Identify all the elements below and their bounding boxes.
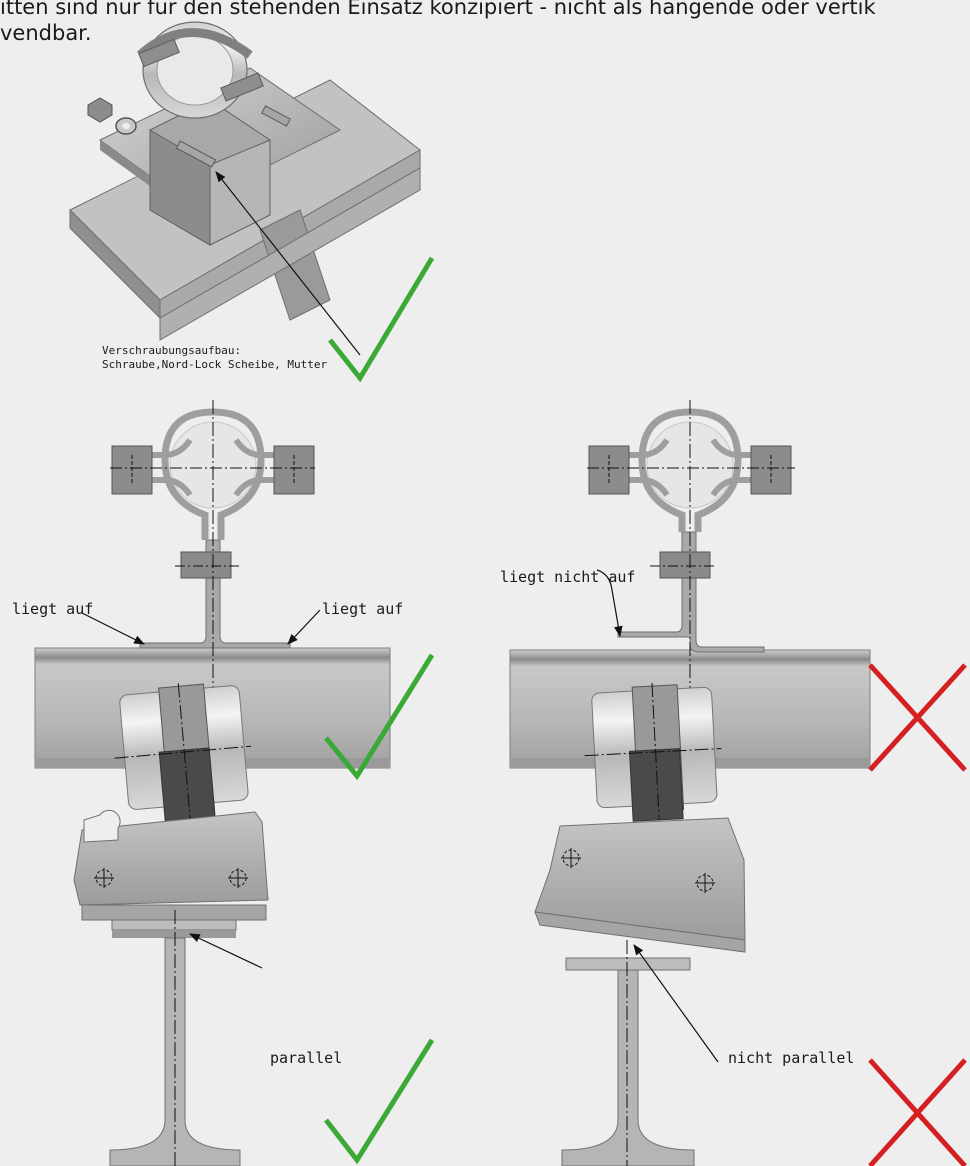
screw-assembly-label-line2: Schraube,Nord-Lock Scheibe, Mutter <box>102 358 328 371</box>
rests-right-label: liegt auf <box>322 600 403 618</box>
cross-icon <box>868 663 967 772</box>
check-icon <box>328 256 435 383</box>
screw-assembly-leader <box>215 171 361 356</box>
not-parallel-label: nicht parallel <box>728 1049 854 1067</box>
side-view-wrong <box>534 683 746 1166</box>
intro-text: itten sind nur für den stehenden Einsatz… <box>0 0 876 45</box>
parallel-label: parallel <box>270 1049 342 1067</box>
not-resting-label: liegt nicht auf <box>500 568 635 586</box>
cross-icon <box>868 1058 967 1166</box>
screw-assembly-label-line1: Verschraubungsaufbau: <box>102 344 241 357</box>
isometric-pipe-clamp-view <box>69 21 421 356</box>
rests-left-label: liegt auf <box>12 600 93 618</box>
check-icon <box>324 653 435 781</box>
check-icon <box>324 1038 435 1165</box>
side-view-correct <box>73 683 269 1166</box>
